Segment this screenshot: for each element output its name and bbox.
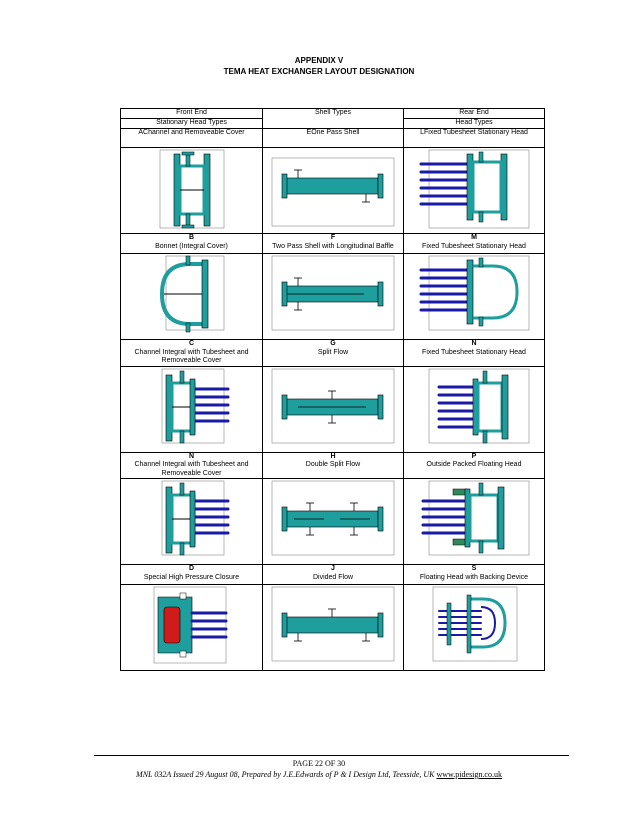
channel-integral-c-drawing: [161, 368, 229, 443]
front-head-d-diagram: [120, 584, 263, 671]
type-name: Two Pass Shell with Longitudinal Baffle: [272, 242, 394, 250]
rear-head-m-diagram: [403, 253, 545, 340]
type-letter: F: [330, 234, 336, 241]
appendix-label: APPENDIX V: [294, 56, 344, 65]
fixed-tubesheet-n-drawing: [428, 368, 530, 443]
front-end-subtitle: Stationary Head Types: [120, 118, 263, 129]
type-letter: M: [471, 234, 477, 241]
double-split-flow-drawing: [271, 480, 395, 556]
fixed-tubesheet-m-drawing: [419, 255, 530, 331]
footer-credit: MNL 032A Issued 29 August 08, Prepared b…: [0, 770, 638, 779]
rear-head-p-diagram: [403, 478, 545, 565]
rear-type-label: LFixed Tubesheet Stationary Head: [403, 128, 545, 148]
channel-integral-n-drawing: [161, 480, 229, 556]
front-head-b-diagram: [120, 253, 263, 340]
front-head-n-diagram: [120, 478, 263, 565]
type-letter: C: [188, 340, 195, 347]
channel-cover-drawing: [159, 149, 224, 229]
shell-e-diagram: [262, 147, 404, 234]
rear-head-s-diagram: [403, 584, 545, 671]
type-name: Divided Flow: [312, 573, 354, 581]
type-letter: E: [306, 129, 312, 136]
front-head-a-diagram: [120, 147, 263, 234]
shell-h-diagram: [262, 478, 404, 565]
shell-j-diagram: [262, 584, 404, 671]
rear-head-l-diagram: [403, 147, 545, 234]
front-type-label: AChannel and Removeable Cover: [120, 128, 263, 148]
rear-end-title: Rear End: [403, 108, 545, 119]
rear-end-subtitle: Head Types: [403, 118, 545, 129]
type-letter: B: [188, 234, 195, 241]
type-name: Fixed Tubesheet Stationary Head: [422, 242, 526, 250]
type-letter: A: [138, 129, 144, 136]
page-title: TEMA HEAT EXCHANGER LAYOUT DESIGNATION: [223, 67, 415, 76]
fixed-tubesheet-l-drawing: [419, 149, 530, 229]
type-name: One Pass Shell: [311, 129, 360, 136]
rear-head-n-diagram: [403, 365, 545, 453]
divided-flow-drawing: [271, 586, 395, 662]
type-letter: N: [471, 340, 477, 347]
split-flow-drawing: [271, 368, 395, 443]
type-letter: J: [331, 565, 335, 572]
type-name: Floating Head with Backing Device: [419, 573, 529, 581]
type-name: Bonnet (Integral Cover): [155, 242, 228, 250]
type-name: Channel Integral with Tubesheet and Remo…: [134, 348, 249, 365]
floating-head-backing-drawing: [432, 586, 518, 662]
front-head-c-diagram: [120, 365, 263, 453]
bonnet-drawing: [159, 255, 224, 333]
type-letter: G: [330, 340, 336, 347]
credit-text: MNL 032A Issued 29 August 08, Prepared b…: [136, 770, 435, 779]
type-name: Fixed Tubesheet Stationary Head: [424, 129, 528, 136]
type-name: Split Flow: [317, 348, 349, 356]
type-letter: L: [420, 129, 424, 136]
type-name: Channel Integral with Tubesheet and Remo…: [134, 461, 249, 477]
front-end-title: Front End: [120, 108, 263, 119]
type-letter: H: [330, 452, 336, 460]
type-name: Double Split Flow: [305, 461, 361, 468]
shell-f-diagram: [262, 253, 404, 340]
high-pressure-closure-drawing: [153, 586, 227, 664]
outside-packed-floating-head-drawing: [421, 480, 530, 556]
type-name: Fixed Tubesheet Stationary Head: [422, 348, 526, 356]
one-pass-shell-drawing: [271, 157, 395, 227]
page-number: PAGE 22 OF 30: [292, 759, 346, 768]
type-letter: D: [188, 565, 195, 572]
type-name: Outside Packed Floating Head: [426, 461, 522, 468]
shell-type-label: EOne Pass Shell: [262, 128, 404, 148]
website-link[interactable]: www.pidesign.co.uk: [436, 770, 502, 779]
type-name: Channel and Removeable Cover: [143, 129, 245, 136]
type-name: Special High Pressure Closure: [143, 573, 240, 581]
two-pass-shell-drawing: [271, 255, 395, 331]
type-letter: S: [471, 565, 477, 572]
shell-types-title: Shell Types: [262, 108, 404, 129]
tema-designation-table: Front End Shell Types Rear End Stationar…: [120, 108, 545, 671]
type-letter: N: [188, 452, 195, 460]
footer-rule: [94, 755, 569, 756]
shell-g-diagram: [262, 365, 404, 453]
type-letter: P: [471, 452, 477, 460]
